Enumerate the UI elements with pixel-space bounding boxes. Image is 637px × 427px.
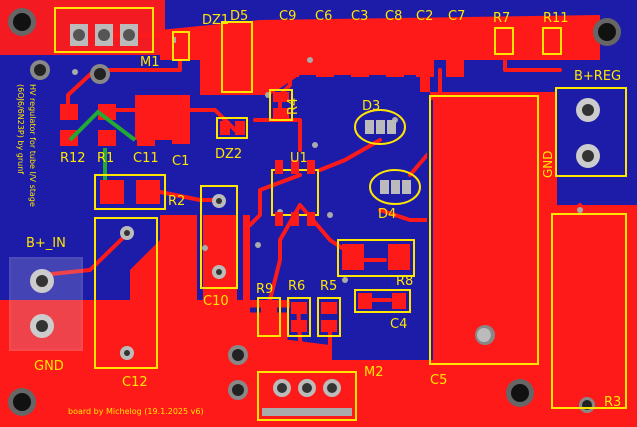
c11-capacitor[interactable] (137, 100, 155, 146)
label-r3: R3 (604, 395, 621, 410)
label-m1: M1 (140, 55, 160, 70)
r4-resistor[interactable] (269, 89, 293, 121)
c1-capacitor[interactable] (172, 102, 190, 144)
label-c11: C11 (133, 151, 159, 166)
label-r8: R8 (396, 274, 413, 289)
d5-diode[interactable] (221, 21, 253, 93)
label-r1: R1 (97, 151, 114, 166)
r3-resistor[interactable] (551, 213, 627, 409)
bplus-reg-terminal[interactable] (555, 87, 627, 177)
label-c8: C8 (385, 9, 402, 24)
label-c12: C12 (122, 375, 148, 390)
board-credit: board by Michelog (19.1.2025 v6) (68, 407, 204, 416)
u1-ic[interactable] (271, 160, 319, 226)
top-pour-c5 (430, 92, 560, 260)
bplus-in-terminal[interactable] (9, 257, 83, 351)
r7-r11-resistors[interactable] (494, 27, 562, 55)
c10-capacitor[interactable] (200, 185, 238, 289)
label-bplus-reg: B+REG (574, 69, 621, 84)
bottom-pour-left (0, 55, 60, 250)
top-capacitor-row[interactable] (281, 25, 464, 77)
label-r4: R4 (286, 98, 301, 115)
label-m2: M2 (364, 365, 384, 380)
dz1-diode[interactable] (172, 31, 190, 61)
label-d3: D3 (362, 99, 380, 114)
label-r6: R6 (288, 279, 305, 294)
c4-capacitor[interactable] (354, 289, 411, 313)
c5-capacitor[interactable] (429, 95, 539, 365)
dz2-diode[interactable] (216, 117, 248, 139)
label-c10: C10 (203, 294, 229, 309)
label-u1: U1 (290, 151, 308, 166)
label-r11: R11 (543, 11, 569, 26)
d3-led[interactable] (354, 109, 406, 145)
label-r7: R7 (493, 11, 510, 26)
label-c5: C5 (430, 373, 447, 388)
label-r9: R9 (256, 282, 273, 297)
board-title: HV regulator for tube I/V stage (28, 84, 37, 207)
label-r2: R2 (168, 194, 185, 209)
silk-labels: DZ1 D5 C9 C6 C3 C8 C2 C7 R7 R11 M1 B+REG… (16, 9, 621, 416)
r2-resistor[interactable] (94, 174, 166, 210)
r8-resistor[interactable] (337, 239, 415, 277)
label-c2: C2 (416, 9, 433, 24)
label-c4: C4 (390, 317, 407, 332)
d4-led[interactable] (369, 169, 421, 205)
top-pour-top (160, 15, 600, 95)
m2-header[interactable] (257, 371, 357, 421)
label-c9: C9 (279, 9, 296, 24)
label-c7: C7 (448, 9, 465, 24)
m1-header[interactable] (54, 7, 154, 53)
label-r5: R5 (320, 279, 337, 294)
label-c3: C3 (351, 9, 368, 24)
green-marker (68, 109, 137, 185)
label-d4: D4 (378, 207, 396, 222)
board-subtitle: (6OJ6/6N23P) by grunf (16, 84, 25, 174)
bottom-pour-right (560, 60, 637, 205)
label-gnd-in: GND (34, 359, 64, 374)
label-d5: D5 (230, 9, 248, 24)
label-c1: C1 (172, 154, 189, 169)
c12-capacitor[interactable] (94, 217, 158, 369)
label-dz1: DZ1 (202, 13, 229, 28)
label-gnd-out: GND (541, 150, 555, 178)
r9-r6-r5-resistors[interactable] (257, 297, 341, 337)
mounting-holes (8, 8, 621, 416)
label-dz2: DZ2 (215, 147, 242, 162)
label-bplus-in: B+_IN (26, 236, 66, 251)
label-c6: C6 (315, 9, 332, 24)
label-r12: R12 (60, 151, 86, 166)
